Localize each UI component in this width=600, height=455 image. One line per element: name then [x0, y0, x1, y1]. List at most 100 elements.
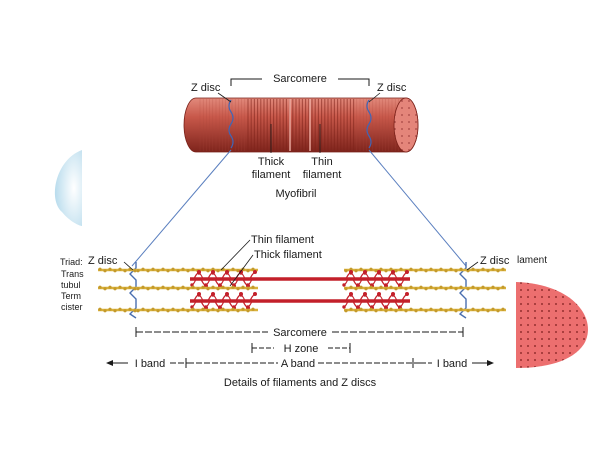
- actin-bead: [359, 307, 363, 311]
- actin-bead: [471, 285, 475, 289]
- expansion-line-right: [368, 149, 467, 267]
- i-band-left-label: I band: [135, 358, 166, 370]
- top-z-disc-right-label: Z disc: [377, 82, 407, 94]
- actin-bead: [123, 269, 127, 273]
- actin-bead: [221, 285, 225, 289]
- actin-bead: [496, 269, 500, 273]
- actin-bead: [454, 309, 458, 313]
- myosin-head: [197, 293, 201, 297]
- actin-bead: [454, 287, 458, 291]
- actin-bead: [216, 309, 220, 313]
- top-thin-label-2: filament: [303, 169, 342, 181]
- actin-bead: [476, 269, 480, 273]
- actin-bead: [399, 267, 403, 271]
- myofibril-z-disc-left: [228, 99, 234, 149]
- actin-bead: [399, 285, 403, 289]
- actin-bead: [439, 285, 443, 289]
- actin-bead: [186, 269, 190, 273]
- actin-bead: [186, 309, 190, 313]
- actin-bead: [113, 287, 117, 291]
- actin-bead: [344, 269, 348, 273]
- actin-bead: [379, 267, 383, 271]
- actin-bead: [424, 269, 428, 273]
- myosin-head: [384, 305, 388, 309]
- actin-bead: [236, 287, 240, 291]
- actin-bead: [429, 285, 433, 289]
- actin-bead: [201, 307, 205, 311]
- actin-bead: [454, 269, 458, 273]
- actin-bead: [251, 267, 255, 271]
- actin-bead: [133, 269, 137, 273]
- label-triad: Triad:: [60, 257, 83, 267]
- myosin-head: [391, 293, 395, 297]
- myosin-head: [342, 305, 346, 309]
- actin-bead: [161, 307, 165, 311]
- actin-bead: [216, 269, 220, 273]
- actin-bead: [496, 309, 500, 313]
- myosin-head: [405, 270, 409, 274]
- actin-bead: [176, 269, 180, 273]
- actin-bead: [156, 309, 160, 313]
- actin-bead: [481, 267, 485, 271]
- cross-section-half-disc: [516, 282, 588, 368]
- actin-bead: [434, 309, 438, 313]
- label-cister: cister: [61, 302, 83, 312]
- actin-bead: [231, 285, 235, 289]
- actin-bead: [429, 267, 433, 271]
- detail-z-disc-left-leader: [123, 261, 134, 271]
- actin-bead: [404, 287, 408, 291]
- detail-thin-leader: [220, 239, 251, 271]
- actin-bead: [98, 267, 102, 271]
- myosin-head: [211, 293, 215, 297]
- actin-bead: [349, 285, 353, 289]
- actin-bead: [399, 307, 403, 311]
- actin-bead: [414, 309, 418, 313]
- actin-bead: [491, 285, 495, 289]
- actin-bead: [481, 285, 485, 289]
- a-band-label: A band: [281, 358, 315, 370]
- actin-bead: [236, 309, 240, 313]
- h-zone-label: H zone: [284, 343, 319, 355]
- actin-bead: [419, 285, 423, 289]
- actin-bead: [444, 309, 448, 313]
- i-band-right-label: I band: [437, 358, 468, 370]
- actin-bead: [449, 285, 453, 289]
- myosin-head: [204, 305, 208, 309]
- actin-bead: [161, 267, 165, 271]
- actin-bead: [414, 269, 418, 273]
- actin-bead: [108, 307, 112, 311]
- actin-bead: [354, 287, 358, 291]
- actin-bead: [113, 309, 117, 313]
- left-cut-labels: Triad: Trans tubul Term cister: [60, 257, 84, 312]
- actin-bead: [419, 267, 423, 271]
- actin-bead: [409, 307, 413, 311]
- actin-bead: [113, 269, 117, 273]
- label-lament-fragment: lament: [517, 255, 547, 266]
- actin-bead: [171, 267, 175, 271]
- myosin-head: [356, 283, 360, 287]
- actin-bead: [191, 285, 195, 289]
- actin-bead: [374, 269, 378, 273]
- actin-bead: [196, 309, 200, 313]
- actin-bead: [156, 287, 160, 291]
- actin-bead: [394, 287, 398, 291]
- label-trans: Trans: [61, 269, 84, 279]
- actin-bead: [176, 309, 180, 313]
- actin-bead: [501, 267, 505, 271]
- actin-bead: [108, 285, 112, 289]
- myosin-head: [363, 293, 367, 297]
- detail-z-disc-right-label: Z disc: [480, 255, 510, 267]
- actin-bead: [118, 285, 122, 289]
- detail-sarcomere-bracket: Sarcomere: [135, 327, 464, 339]
- actin-bead: [444, 269, 448, 273]
- detail-sarcomere-label: Sarcomere: [273, 327, 327, 339]
- actin-bead: [394, 309, 398, 313]
- actin-bead: [161, 285, 165, 289]
- actin-bead: [186, 287, 190, 291]
- detail-z-disc-right-leader: [466, 261, 479, 271]
- top-z-disc-right-leader: [368, 92, 381, 103]
- actin-bead: [409, 285, 413, 289]
- actin-bead: [444, 287, 448, 291]
- actin-bead: [241, 307, 245, 311]
